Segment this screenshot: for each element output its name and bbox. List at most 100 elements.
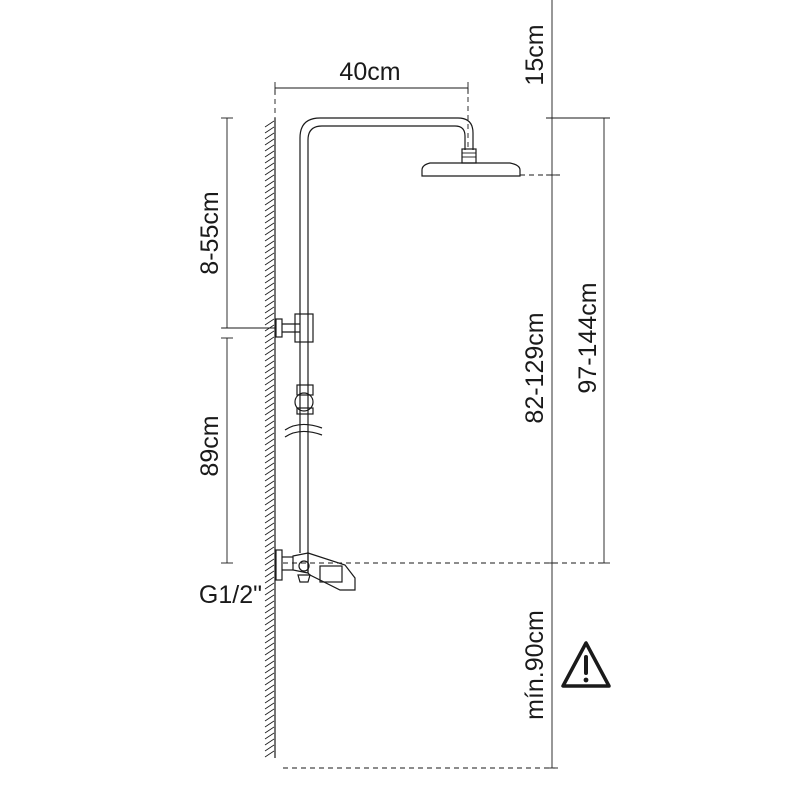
hatch-stroke <box>264 354 275 362</box>
hatch-stroke <box>264 486 275 494</box>
hatch-stroke <box>264 132 275 140</box>
hatch-stroke <box>264 258 275 266</box>
hatch-stroke <box>264 750 275 758</box>
hatch-stroke <box>264 570 275 578</box>
hatch-stroke <box>264 636 275 644</box>
hatch-stroke <box>264 240 275 248</box>
hatch-stroke <box>264 648 275 656</box>
hatch-stroke <box>264 456 275 464</box>
dim-top-clearance: 15cm <box>521 0 610 176</box>
dim-holder-adjust: 8-55cm <box>196 117 233 329</box>
hatch-stroke <box>264 348 275 356</box>
hatch-stroke <box>264 264 275 272</box>
hatch-stroke <box>264 630 275 638</box>
hatch-stroke <box>264 684 275 692</box>
hatch-stroke <box>264 378 275 386</box>
hatch-stroke <box>264 408 275 416</box>
hatch-stroke <box>264 246 275 254</box>
hatch-stroke <box>264 282 275 290</box>
arm-length-label: 40cm <box>339 58 400 86</box>
hatch-stroke <box>264 294 275 302</box>
hatch-stroke <box>264 300 275 308</box>
hatch-stroke <box>264 690 275 698</box>
hatch-stroke <box>264 402 275 410</box>
hatch-stroke <box>264 468 275 476</box>
hatch-stroke <box>264 744 275 752</box>
hatch-stroke <box>264 288 275 296</box>
hatch-stroke <box>264 228 275 236</box>
hatch-stroke <box>264 312 275 320</box>
hatch-stroke <box>264 528 275 536</box>
hatch-stroke <box>264 612 275 620</box>
hatch-stroke <box>264 678 275 686</box>
hatch-stroke <box>264 660 275 668</box>
hatch-stroke <box>264 480 275 488</box>
hatch-stroke <box>264 546 275 554</box>
dim-mixer-to-top: 97-144cm <box>574 117 610 564</box>
hatch-stroke <box>264 576 275 584</box>
mixer-to-top-label: 97-144cm <box>574 282 602 393</box>
hatch-stroke <box>264 306 275 314</box>
hatch-stroke <box>264 198 275 206</box>
hatch-stroke <box>264 510 275 518</box>
hatch-stroke <box>264 222 275 230</box>
dim-min-height: mín.90cm <box>521 563 558 769</box>
hatch-stroke <box>264 672 275 680</box>
hatch-stroke <box>264 360 275 368</box>
hatch-stroke <box>264 582 275 590</box>
hatch-stroke <box>264 738 275 746</box>
hatch-stroke <box>264 216 275 224</box>
hatch-stroke <box>264 186 275 194</box>
holder-adjust-label: 8-55cm <box>196 191 224 274</box>
hatch-stroke <box>264 168 275 176</box>
hatch-stroke <box>264 462 275 470</box>
hatch-stroke <box>264 708 275 716</box>
hatch-stroke <box>264 534 275 542</box>
hatch-stroke <box>264 552 275 560</box>
shower-head <box>421 148 521 177</box>
hatch-stroke <box>264 588 275 596</box>
reference-lines <box>274 88 605 769</box>
top-clearance-label: 15cm <box>521 24 549 85</box>
hatch-stroke <box>264 420 275 428</box>
hatch-stroke <box>264 492 275 500</box>
hatch-stroke <box>264 624 275 632</box>
hatch-stroke <box>264 522 275 530</box>
hatch-stroke <box>264 138 275 146</box>
hatch-stroke <box>264 540 275 548</box>
hatch-stroke <box>264 666 275 674</box>
hatch-stroke <box>264 150 275 158</box>
mixer-to-holder-label: 89cm <box>196 415 224 476</box>
hatch-stroke <box>264 384 275 392</box>
hatch-stroke <box>264 696 275 704</box>
hatch-stroke <box>264 366 275 374</box>
hatch-stroke <box>264 390 275 398</box>
hatch-stroke <box>264 726 275 734</box>
hatch-stroke <box>264 642 275 650</box>
hatch-stroke <box>264 702 275 710</box>
hatch-stroke <box>264 252 275 260</box>
hatch-stroke <box>264 144 275 152</box>
hatch-stroke <box>264 654 275 662</box>
hatch-stroke <box>264 192 275 200</box>
dim-mixer-to-head: 82-129cm <box>521 175 558 564</box>
hatch-stroke <box>264 414 275 422</box>
dim-mixer-to-holder: 89cm <box>196 337 233 564</box>
wall-hatching <box>264 120 275 758</box>
mixer-to-head-label: 82-129cm <box>521 312 549 423</box>
hatch-stroke <box>264 714 275 722</box>
hatch-stroke <box>264 156 275 164</box>
hatch-stroke <box>264 210 275 218</box>
hatch-stroke <box>264 444 275 452</box>
hatch-stroke <box>264 330 275 338</box>
hatch-stroke <box>264 558 275 566</box>
hatch-stroke <box>264 174 275 182</box>
hatch-stroke <box>264 618 275 626</box>
dim-arm: 40cm <box>274 58 469 94</box>
hatch-stroke <box>264 234 275 242</box>
hatch-stroke <box>264 204 275 212</box>
mixer-valve <box>275 549 356 591</box>
hatch-stroke <box>264 372 275 380</box>
wall-bracket <box>222 313 314 343</box>
shower-column <box>299 117 474 553</box>
